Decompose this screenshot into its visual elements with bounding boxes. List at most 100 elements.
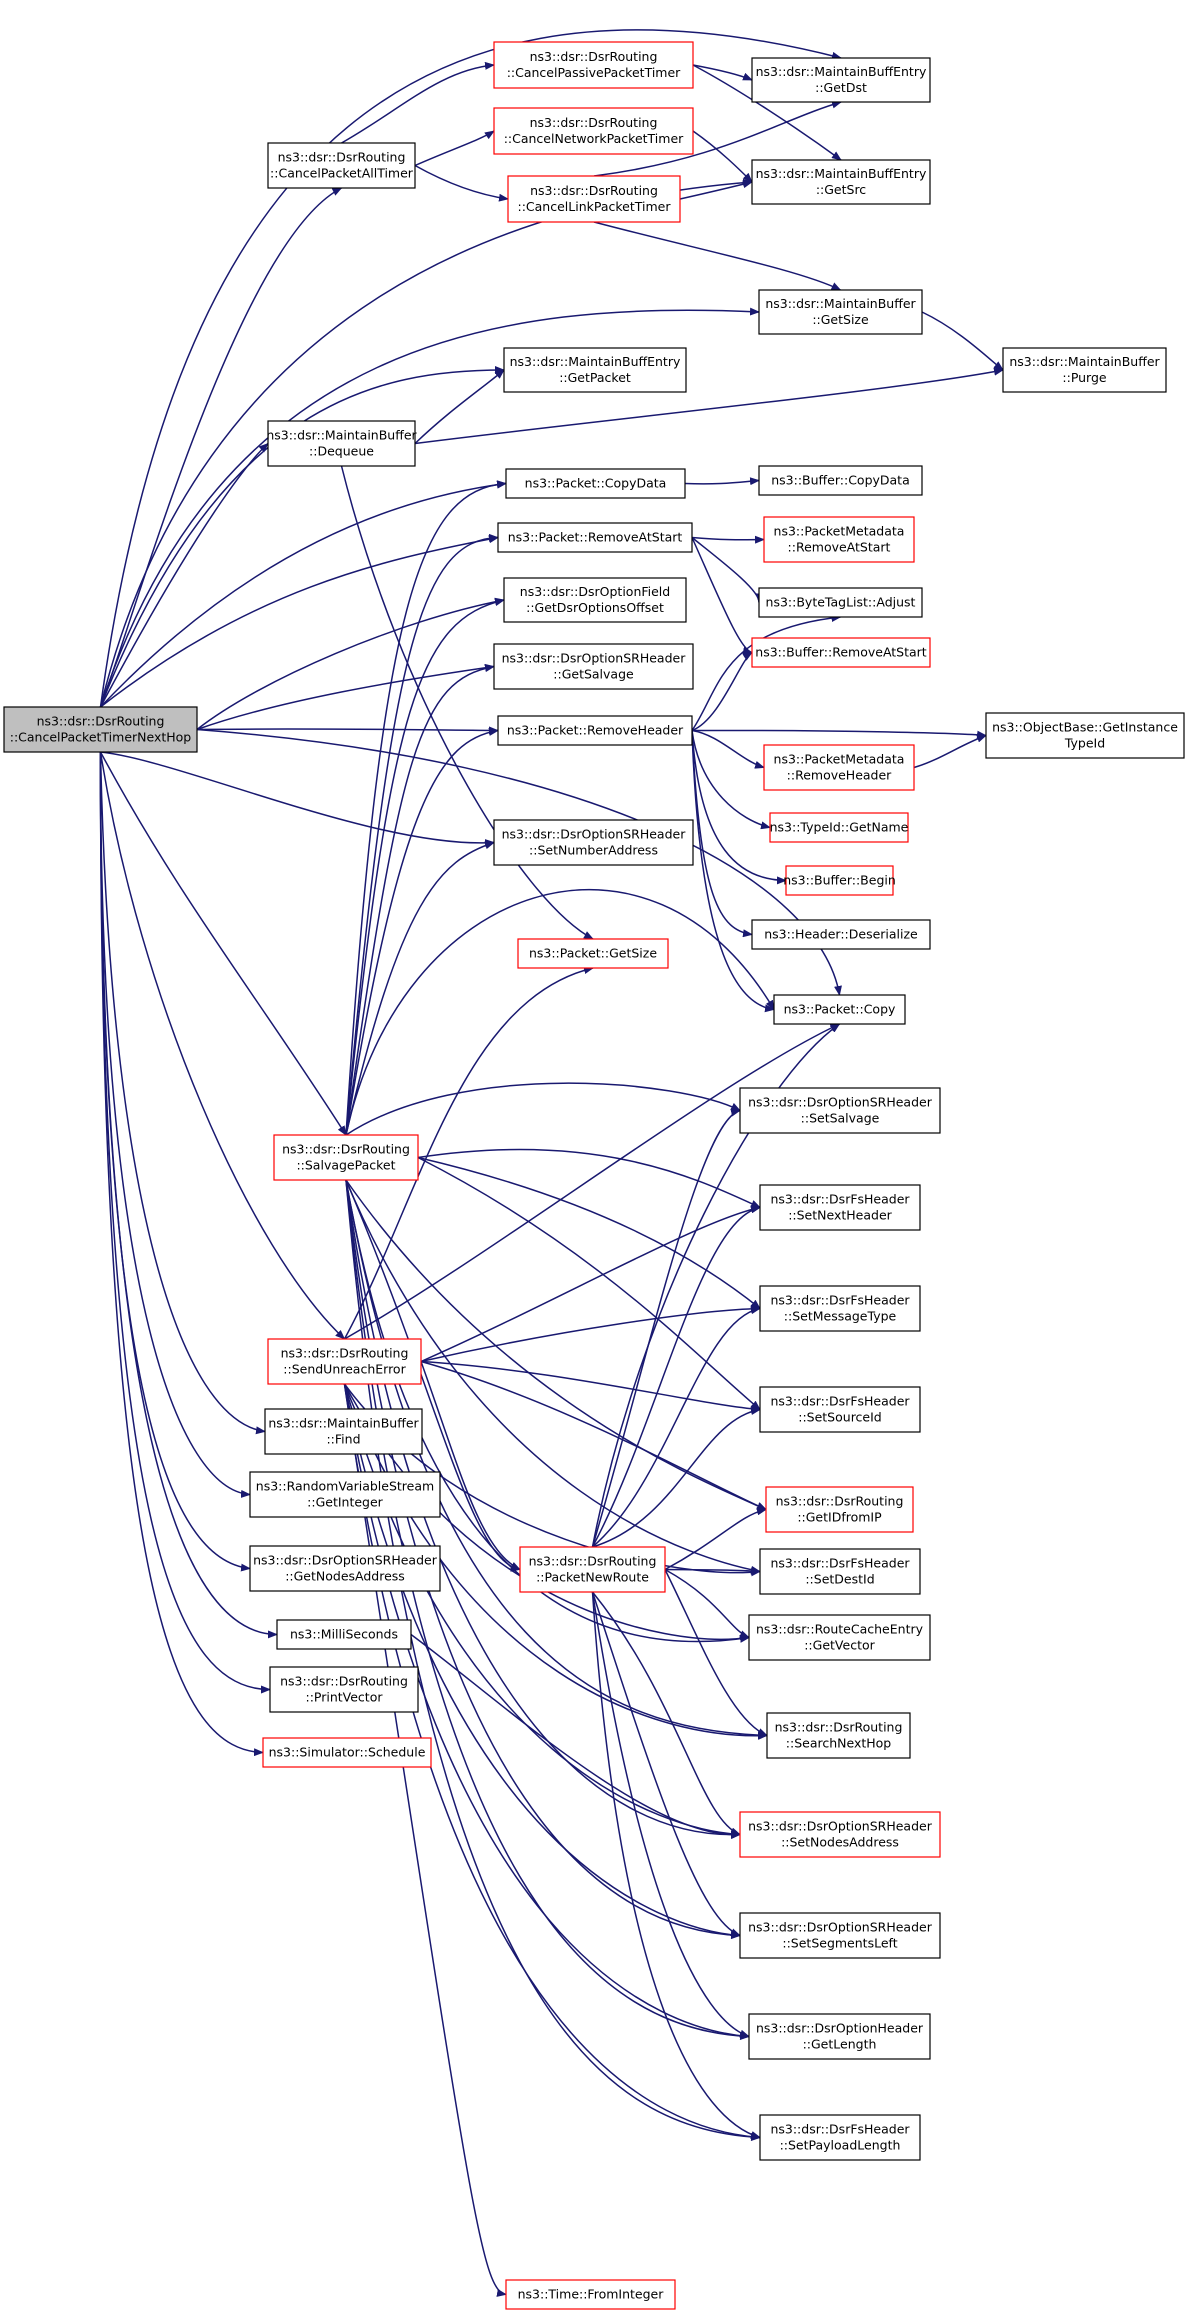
node-mbFind[interactable]: ns3::dsr::MaintainBuffer::Find [264,1408,423,1455]
node-fsSetSourceId[interactable]: ns3::dsr::DsrFsHeader::SetSourceId [759,1386,921,1433]
node-pktCopyData[interactable]: ns3::Packet::CopyData [505,468,686,499]
edge-root-to-printVector [99,751,271,1694]
node-mbeGetPacket[interactable]: ns3::dsr::MaintainBuffEntry::GetPacket [503,347,687,393]
node-getIDfromIP[interactable]: ns3::dsr::DsrRouting::GetIDfromIP [765,1486,914,1533]
node-pktCopy[interactable]: ns3::Packet::Copy [773,994,906,1025]
edge-mbGetSize-to-mbPurge [921,311,1004,371]
node-cancelPassive[interactable]: ns3::dsr::DsrRouting::CancelPassivePacke… [493,41,694,89]
node-pktRemoveAtStart[interactable]: ns3::Packet::RemoveAtStart [497,522,693,553]
node-mbDequeue[interactable]: ns3::dsr::MaintainBuffer::Dequeue [266,420,418,467]
node-mbeGetSrc[interactable]: ns3::dsr::MaintainBuffEntry::GetSrc [751,159,931,205]
node-label: ::Dequeue [309,444,374,459]
node-rvsGetInteger[interactable]: ns3::RandomVariableStream::GetInteger [249,1471,441,1518]
edge-packetNewRoute-to-fsSetSourceId [592,1407,761,1548]
node-fsSetMessageType[interactable]: ns3::dsr::DsrFsHeader::SetMessageType [759,1285,921,1332]
node-packetNewRoute[interactable]: ns3::dsr::DsrRouting::PacketNewRoute [519,1546,666,1593]
edge-root-to-milliSeconds [99,751,278,1639]
edge-sendUnreachError-to-rceGetVector [343,1383,750,1643]
node-label: ns3::Packet::CopyData [525,476,667,491]
node-label: ns3::Buffer::Begin [783,873,896,888]
node-label: ns3::dsr::DsrRouting [529,1554,657,1569]
edge-packetNewRoute-to-rceGetVector [664,1568,750,1639]
node-label: ::SetDestId [805,1572,874,1587]
node-pktGetSize[interactable]: ns3::Packet::GetSize [517,938,669,969]
edge-sendUnreachError-to-pktCopy [344,1023,841,1340]
node-bufCopyData[interactable]: ns3::Buffer::CopyData [758,465,923,496]
node-label: ns3::dsr::MaintainBuffEntry [510,354,681,369]
node-box [758,587,923,618]
node-cancelNetwork[interactable]: ns3::dsr::DsrRouting::CancelNetworkPacke… [493,107,694,155]
node-cancelAll[interactable]: ns3::dsr::DsrRouting::CancelPacketAllTim… [267,142,416,189]
node-srGetSalvage[interactable]: ns3::dsr::DsrOptionSRHeader::GetSalvage [493,643,694,690]
edge-pmRemoveHeader-to-objGetInstanceTypeId [913,734,987,769]
node-simSchedule[interactable]: ns3::Simulator::Schedule [262,1737,432,1768]
node-srSetSegmentsLeft[interactable]: ns3::dsr::DsrOptionSRHeader::SetSegments… [739,1912,941,1959]
node-label: ::SetNodesAddress [781,1835,899,1850]
edge-root-to-srSetNumberAddress [100,751,495,848]
node-label: ns3::Header::Deserialize [764,927,918,942]
node-label: ns3::dsr::MaintainBuffer [266,428,417,443]
node-printVector[interactable]: ns3::dsr::DsrRouting::PrintVector [269,1666,419,1713]
node-timeFromInteger[interactable]: ns3::Time::FromInteger [505,2279,676,2310]
node-mbPurge[interactable]: ns3::dsr::MaintainBuffer::Purge [1002,347,1167,393]
node-mbeGetDst[interactable]: ns3::dsr::MaintainBuffEntry::GetDst [751,57,931,103]
node-srGetNodesAddress[interactable]: ns3::dsr::DsrOptionSRHeader::GetNodesAdd… [249,1545,441,1592]
node-salvagePacket[interactable]: ns3::dsr::DsrRouting::SalvagePacket [273,1134,419,1181]
edge-root-to-optGetDsrOffset [196,597,505,731]
node-box [748,1614,931,1661]
node-fsSetNextHeader[interactable]: ns3::dsr::DsrFsHeader::SetNextHeader [759,1184,921,1231]
node-label: ns3::dsr::DsrRouting [281,1346,409,1361]
node-hdrDeserialize[interactable]: ns3::Header::Deserialize [751,919,931,950]
node-label: ns3::dsr::DsrOptionHeader [756,2021,924,2036]
node-milliSeconds[interactable]: ns3::MilliSeconds [276,1619,412,1650]
node-box [759,1184,921,1231]
edge-salvagePacket-to-getIDfromIP [345,1179,767,1511]
node-fsSetPayloadLength[interactable]: ns3::dsr::DsrFsHeader::SetPayloadLength [759,2114,921,2161]
node-label: ::GetDst [815,80,867,95]
edge-packetNewRoute-to-fsSetPayloadLength [591,1591,761,2139]
node-label: ::SendUnreachError [283,1362,406,1377]
node-bufRemoveAtStart[interactable]: ns3::Buffer::RemoveAtStart [751,637,931,668]
node-mbGetSize[interactable]: ns3::dsr::MaintainBuffer::GetSize [758,289,923,335]
edge-pktRemoveHeader-to-pktCopy [691,730,775,1013]
node-label: ns3::Buffer::CopyData [771,473,910,488]
edge-salvagePacket-to-srSetNumberAddress [345,841,495,1136]
node-label: ns3::Packet::RemoveHeader [507,723,684,738]
node-sendUnreachError[interactable]: ns3::dsr::DsrRouting::SendUnreachError [267,1338,422,1385]
node-bufBegin[interactable]: ns3::Buffer::Begin [783,865,896,896]
node-box [493,107,694,155]
node-label: ::SetSalvage [801,1111,880,1126]
node-box [503,577,687,623]
edge-salvagePacket-to-pktCopyData [345,480,507,1136]
node-cancelLink[interactable]: ns3::dsr::DsrRouting::CancelLinkPacketTi… [507,175,681,223]
node-rceGetVector[interactable]: ns3::dsr::RouteCacheEntry::GetVector [748,1614,931,1661]
node-label: ::PrintVector [305,1690,383,1705]
node-pmRemoveAtStart[interactable]: ns3::PacketMetadata::RemoveAtStart [763,516,915,563]
node-label: ::GetPacket [559,370,631,385]
node-srSetNodesAddress[interactable]: ns3::dsr::DsrOptionSRHeader::SetNodesAdd… [739,1811,941,1858]
node-label: ns3::dsr::DsrRouting [282,1142,410,1157]
node-root[interactable]: ns3::dsr::DsrRouting::CancelPacketTimerN… [3,706,198,753]
node-label: ::CancelPassivePacketTimer [507,65,681,80]
node-label: ns3::dsr::DsrFsHeader [770,1394,910,1409]
node-label: ::SetNumberAddress [529,843,658,858]
node-optGetDsrOffset[interactable]: ns3::dsr::DsrOptionField::GetDsrOptionsO… [503,577,687,623]
node-box [785,865,894,896]
node-box [751,57,931,103]
edge-salvagePacket-to-pktRemoveAtStart [345,533,499,1136]
node-box [262,1737,432,1768]
node-label: ::SetSourceId [798,1410,882,1425]
node-pmRemoveHeader[interactable]: ns3::PacketMetadata::RemoveHeader [763,744,915,791]
node-label: ns3::ByteTagList::Adjust [766,595,916,610]
node-fsSetDestId[interactable]: ns3::dsr::DsrFsHeader::SetDestId [759,1548,921,1595]
node-pktRemoveHeader[interactable]: ns3::Packet::RemoveHeader [497,715,693,746]
node-box [759,1285,921,1332]
node-ohGetLength[interactable]: ns3::dsr::DsrOptionHeader::GetLength [748,2013,931,2060]
node-btlAdjust[interactable]: ns3::ByteTagList::Adjust [758,587,923,618]
node-label: ::Find [326,1432,360,1447]
node-srSetSalvage[interactable]: ns3::dsr::DsrOptionSRHeader::SetSalvage [739,1087,941,1134]
node-typeIdGetName[interactable]: ns3::TypeId::GetName [769,812,909,843]
node-srSetNumberAddress[interactable]: ns3::dsr::DsrOptionSRHeader::SetNumberAd… [493,819,694,866]
node-searchNextHop[interactable]: ns3::dsr::DsrRouting::SearchNextHop [766,1712,911,1759]
